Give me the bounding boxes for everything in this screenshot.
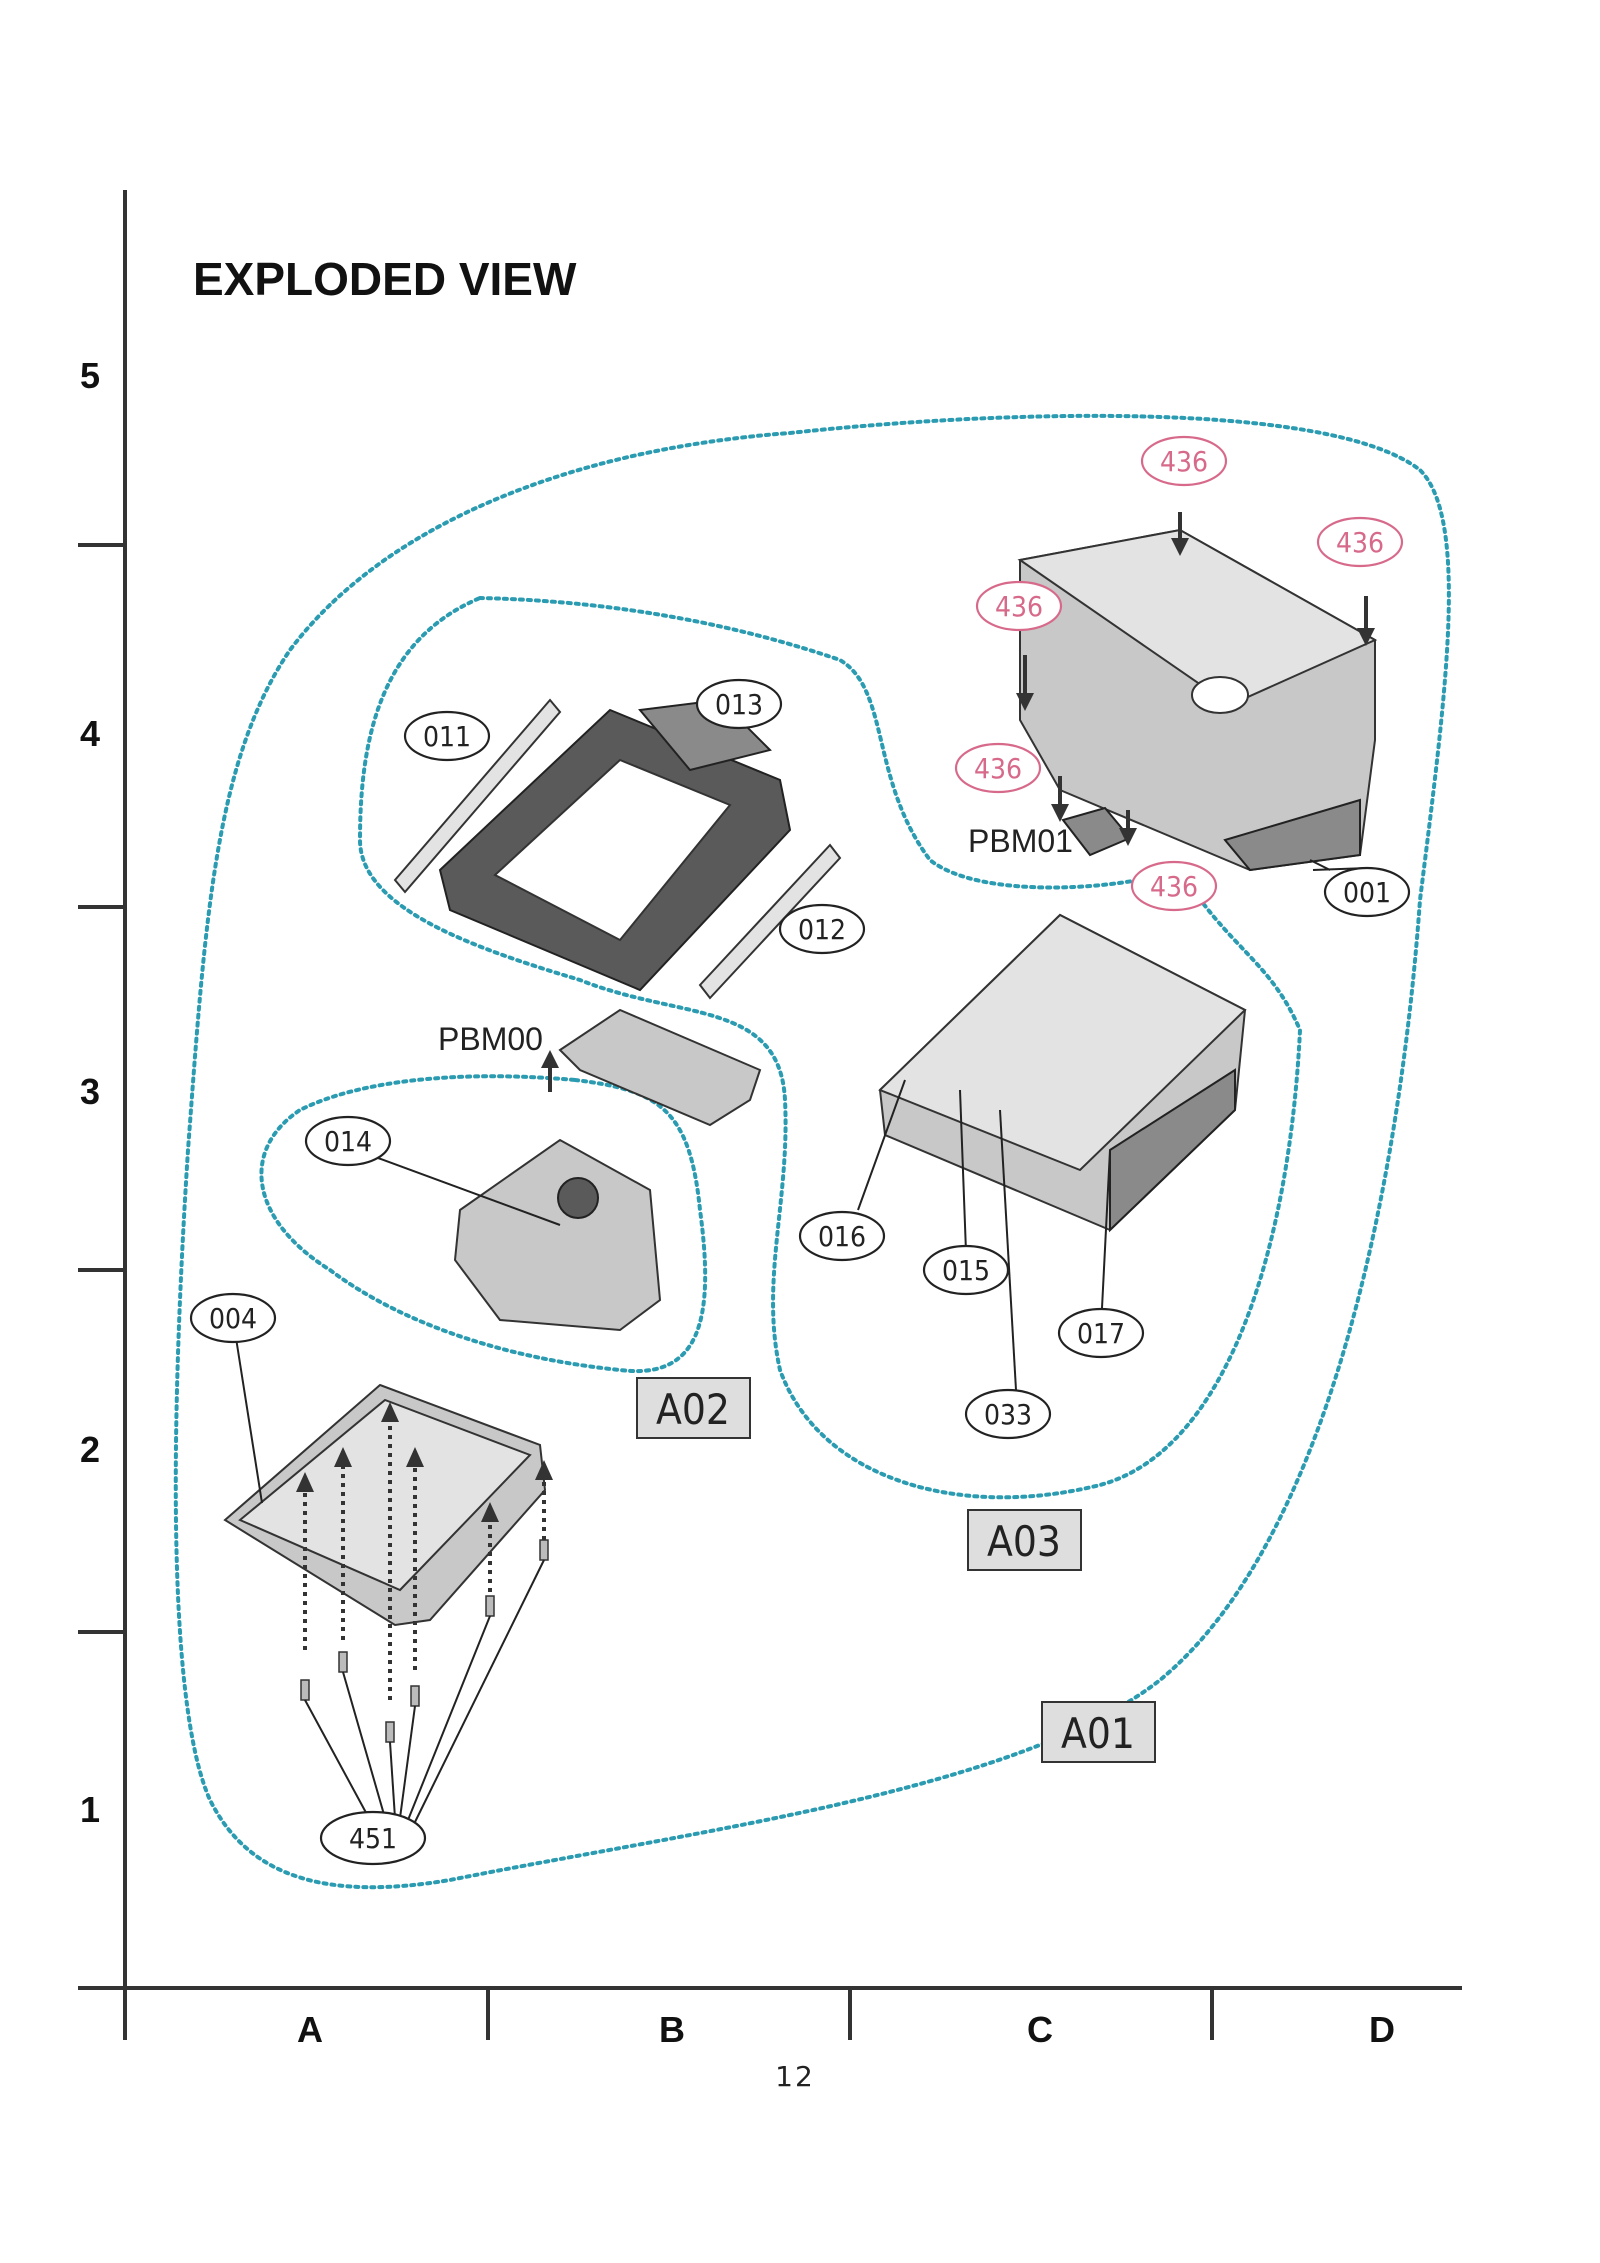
svg-text:014: 014 [324, 1125, 372, 1158]
a03-assembly-box [967, 1509, 1082, 1571]
a01-assembly-box [1041, 1701, 1156, 1763]
page-number: 12 [775, 2060, 815, 2093]
svg-text:017: 017 [1077, 1317, 1125, 1350]
base-screw-arrows [296, 1402, 553, 1700]
top-cover-part [1017, 528, 1378, 872]
row-label-2: 2 [80, 1429, 100, 1470]
callout-451: 451 [319, 1810, 427, 1866]
page-title: EXPLODED VIEW [193, 253, 577, 305]
a01-boundary [173, 413, 1451, 1890]
callout-016: 016 [798, 1210, 886, 1262]
callout-001: 001 [1323, 866, 1411, 918]
svg-text:016: 016 [818, 1220, 866, 1253]
a03-assembly-label: A03 [987, 1517, 1061, 1566]
column-label-d: D [1369, 2009, 1395, 2050]
callout-436-top: 436 [1140, 435, 1228, 487]
leader-lines [235, 859, 1369, 1823]
callout-436-lower-left: 436 [954, 742, 1042, 794]
row-label-5: 5 [80, 355, 100, 396]
column-label-c: C [1027, 2009, 1053, 2050]
tray-rail-left [393, 698, 562, 894]
svg-text:001: 001 [1343, 876, 1391, 909]
svg-text:033: 033 [984, 1398, 1032, 1431]
a01-assembly-label: A01 [1061, 1709, 1135, 1758]
svg-text:436: 436 [1160, 445, 1208, 478]
svg-text:011: 011 [423, 720, 471, 753]
callout-436-right: 436 [1316, 516, 1404, 568]
svg-text:436: 436 [995, 590, 1043, 623]
callout-033: 033 [964, 1388, 1052, 1440]
svg-text:012: 012 [798, 913, 846, 946]
svg-text:013: 013 [715, 688, 763, 721]
row-label-4: 4 [80, 713, 100, 754]
a01-sub-boundary-upper [357, 595, 1303, 1500]
pbm01-label: PBM01 [968, 823, 1073, 859]
mechanism-chassis-part [878, 913, 1247, 1233]
svg-text:451: 451 [349, 1822, 397, 1855]
svg-text:015: 015 [942, 1254, 990, 1287]
row-label-3: 3 [80, 1071, 100, 1112]
row-label-1: 1 [80, 1789, 100, 1830]
svg-text:004: 004 [209, 1302, 257, 1335]
pbm00-board [558, 1008, 762, 1127]
tray-rail-right [698, 843, 842, 1000]
callout-014: 014 [304, 1115, 392, 1167]
a02-assembly-box [636, 1377, 751, 1439]
cover-screw-arrows [1016, 512, 1375, 846]
column-label-a: A [297, 2009, 323, 2050]
callout-004: 004 [189, 1292, 277, 1344]
optical-pickup-part [453, 1138, 662, 1332]
svg-text:436: 436 [974, 752, 1022, 785]
svg-text:436: 436 [1150, 870, 1198, 903]
a02-boundary [259, 1074, 708, 1374]
column-label-b: B [659, 2009, 685, 2050]
callout-017: 017 [1057, 1307, 1145, 1359]
a02-assembly-label: A02 [656, 1385, 730, 1434]
callout-436-lower-right: 436 [1130, 860, 1218, 912]
callout-011: 011 [403, 710, 491, 762]
callout-012: 012 [778, 903, 866, 955]
pbm00-label: PBM00 [438, 1021, 543, 1057]
svg-text:436: 436 [1336, 526, 1384, 559]
callout-013: 013 [695, 678, 783, 730]
callout-015: 015 [922, 1244, 1010, 1296]
grid-frame: 5 4 3 2 1 A B C D [78, 190, 1462, 2050]
callout-436-left: 436 [975, 580, 1063, 632]
